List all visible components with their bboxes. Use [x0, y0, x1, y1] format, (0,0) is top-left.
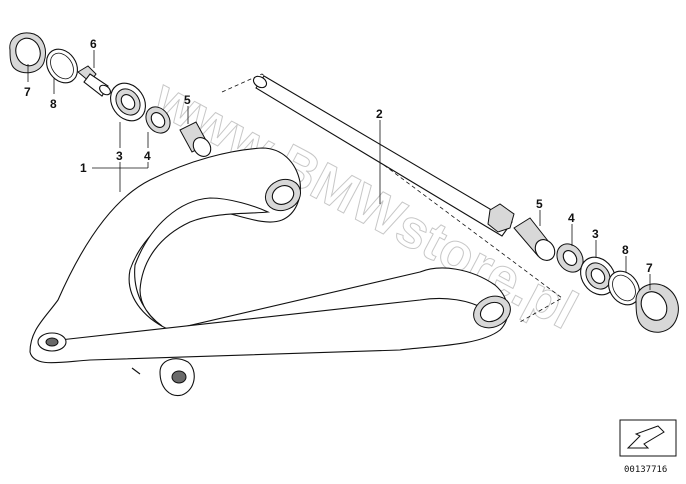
left-bolt-6	[77, 65, 111, 97]
right-needle-bearing-4	[556, 243, 584, 273]
callout-5-left: 5	[184, 93, 191, 107]
callout-2: 2	[376, 107, 383, 121]
right-cap-7	[635, 283, 679, 333]
left-oring-8	[46, 48, 78, 84]
callout-7-right: 7	[646, 261, 653, 275]
leader-lines	[27, 50, 651, 290]
assembly-axis-frame	[221, 73, 563, 323]
left-needle-bearing-4	[145, 106, 171, 134]
left-sleeve-5	[179, 121, 212, 157]
right-oring-8	[608, 270, 640, 306]
axle-shaft-part	[252, 75, 515, 237]
callout-labels: 7 8 6 3 4 5 1 2 5 4 3 8 7	[24, 37, 653, 275]
callout-4-left: 4	[144, 149, 151, 163]
part-number-text: 00137716	[624, 465, 667, 475]
callout-5-right: 5	[536, 197, 543, 211]
left-cap-7	[9, 32, 47, 74]
right-sleeve-5	[513, 217, 556, 261]
arrow-icon	[626, 425, 665, 449]
callout-8-left: 8	[50, 97, 57, 111]
callout-3-right: 3	[592, 227, 599, 241]
swing-arm-part	[29, 147, 511, 397]
part-number-box: 00137716	[619, 419, 677, 475]
callout-8-right: 8	[622, 243, 629, 257]
callout-7-left: 7	[24, 85, 31, 99]
callout-4-right: 4	[568, 211, 575, 225]
right-bearing-3	[580, 256, 616, 296]
callout-3-left: 3	[116, 149, 123, 163]
callout-1: 1	[80, 161, 87, 175]
left-bearing-3	[110, 82, 146, 122]
callout-6: 6	[90, 37, 97, 51]
